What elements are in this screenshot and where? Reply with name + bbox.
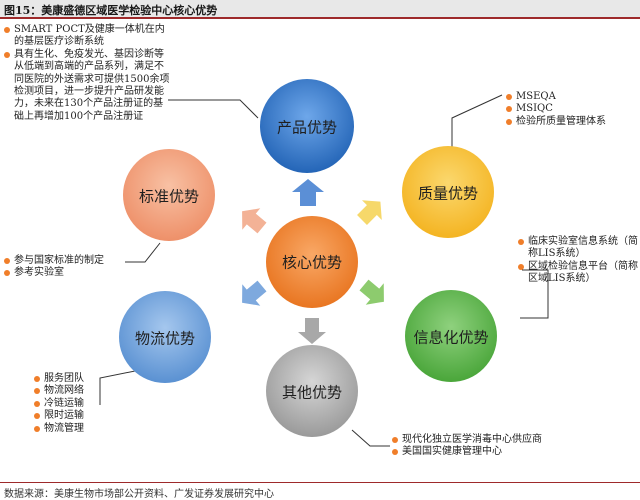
connector-info: [520, 269, 549, 319]
connector-other: [351, 429, 390, 447]
arrow-down: [298, 318, 326, 344]
connector-logistics: [99, 369, 141, 405]
note-item: SMART POCT及健康一体机在内的基层医疗诊断系统: [4, 24, 170, 49]
bullet-icon: [392, 449, 398, 456]
note-item: 限时运输: [34, 410, 114, 422]
notes-logistics: 服务团队 物流网络 冷链运输 限时运输 物流管理: [34, 373, 114, 435]
bullet-icon: [4, 51, 10, 58]
notes-other: 现代化独立医学消毒中心供应商 美国国实健康管理中心: [392, 434, 592, 459]
note-item: 美国国实健康管理中心: [392, 446, 592, 458]
note-item: 区域检验信息平台（简称区域LIS系统）: [518, 261, 638, 286]
arrow-down-right: [359, 279, 384, 305]
arrow-up-right: [357, 200, 382, 225]
connector-quality: [451, 94, 503, 148]
label-core: 核心优势: [281, 253, 343, 272]
circle-product: [260, 79, 354, 173]
bullet-icon: [34, 400, 40, 407]
note-item: MSIQC: [506, 103, 636, 115]
note-item: 参与国家标准的制定: [4, 255, 134, 267]
source-divider: [0, 482, 640, 483]
circle-other: [266, 345, 358, 437]
source-note: 数据来源：美康生物市场部公开资料、广发证券发展研究中心: [4, 489, 274, 500]
label-other: 其他优势: [281, 383, 343, 402]
note-item: 检验所质量管理体系: [506, 116, 636, 128]
notes-product: SMART POCT及健康一体机在内的基层医疗诊断系统 具有生化、免疫发光、基因…: [4, 24, 170, 123]
bullet-icon: [4, 270, 10, 277]
bullet-icon: [4, 258, 10, 264]
circle-standard: [123, 149, 215, 241]
arrow-up-left: [242, 208, 267, 234]
circle-quality: [402, 146, 494, 238]
note-item: 具有生化、免疫发光、基因诊断等从低端到高端的产品系列，满足不同医院的外送需求可提…: [4, 49, 170, 123]
note-item: 现代化独立医学消毒中心供应商: [392, 434, 592, 446]
note-item: 冷链运输: [34, 398, 114, 410]
bullet-icon: [34, 388, 40, 395]
circle-info: [405, 290, 497, 382]
bullet-icon: [34, 376, 40, 382]
notes-quality: MSEQA MSIQC 检验所质量管理体系: [506, 91, 636, 128]
arrow-up: [292, 179, 324, 206]
bullet-icon: [518, 263, 524, 270]
bullet-icon: [506, 94, 512, 100]
bullet-icon: [392, 437, 398, 443]
note-item: 参考实验室: [4, 267, 134, 279]
circle-logistics: [119, 291, 211, 383]
label-quality: 质量优势: [417, 184, 479, 203]
bullet-icon: [4, 27, 10, 33]
arrow-down-left: [242, 280, 267, 306]
note-item: MSEQA: [506, 91, 636, 103]
bullet-icon: [506, 118, 512, 125]
label-logistics: 物流优势: [134, 329, 196, 348]
note-item: 物流管理: [34, 423, 114, 435]
note-item: 服务团队: [34, 373, 114, 385]
circle-core: [266, 216, 358, 308]
bullet-icon: [506, 106, 512, 113]
bullet-icon: [34, 413, 40, 420]
label-product: 产品优势: [276, 118, 338, 137]
connector-standard: [125, 242, 161, 263]
figure-header: 图15：美康盛德区域医学检验中心核心优势: [0, 0, 640, 19]
note-item: 物流网络: [34, 385, 114, 397]
bullet-icon: [518, 239, 524, 245]
label-standard: 标准优势: [138, 187, 200, 206]
bullet-icon: [34, 425, 40, 432]
arrows: [242, 179, 384, 344]
figure-title: 图15：美康盛德区域医学检验中心核心优势: [4, 4, 218, 17]
notes-standard: 参与国家标准的制定 参考实验室: [4, 255, 134, 280]
note-item: 临床实验室信息系统（简称LIS系统）: [518, 236, 638, 261]
connector-product: [168, 99, 259, 119]
notes-info: 临床实验室信息系统（简称LIS系统） 区域检验信息平台（简称区域LIS系统）: [518, 236, 638, 286]
label-info: 信息化优势: [413, 328, 489, 347]
